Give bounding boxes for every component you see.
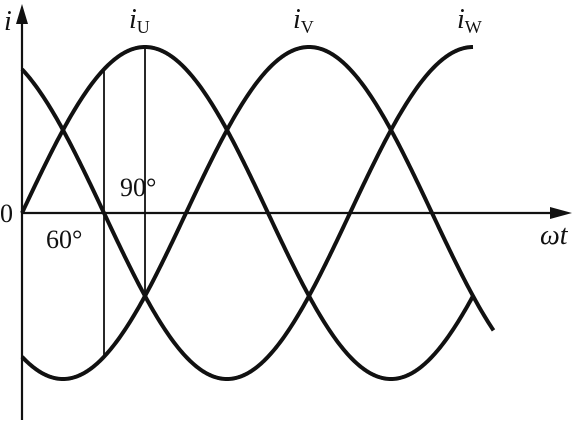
series-curves: [20, 45, 496, 381]
series-label-sub: V: [301, 17, 314, 37]
y-axis-label: i: [4, 6, 12, 37]
series-line-iu: [20, 45, 475, 381]
x-axis-arrow: [550, 207, 572, 219]
series-label-sub: W: [465, 17, 482, 37]
axes: [16, 4, 572, 420]
y-axis-arrow: [16, 4, 28, 24]
origin-label: 0: [0, 199, 13, 228]
series-label-iv: iV: [293, 4, 314, 37]
annotation-60-degrees: 60°: [46, 225, 82, 254]
series-labels: iU iV iW: [129, 4, 482, 37]
series-line-iv: [20, 45, 496, 381]
annotation-90-degrees: 90°: [120, 173, 156, 202]
series-label-iu: iU: [129, 4, 150, 37]
series-label-main: i: [293, 4, 301, 35]
x-axis-label: ωt: [540, 220, 569, 251]
series-label-sub: U: [137, 17, 150, 37]
series-label-main: i: [129, 4, 137, 35]
series-label-main: i: [457, 4, 465, 35]
series-label-iw: iW: [457, 4, 482, 37]
series-line-iw: [20, 45, 474, 381]
